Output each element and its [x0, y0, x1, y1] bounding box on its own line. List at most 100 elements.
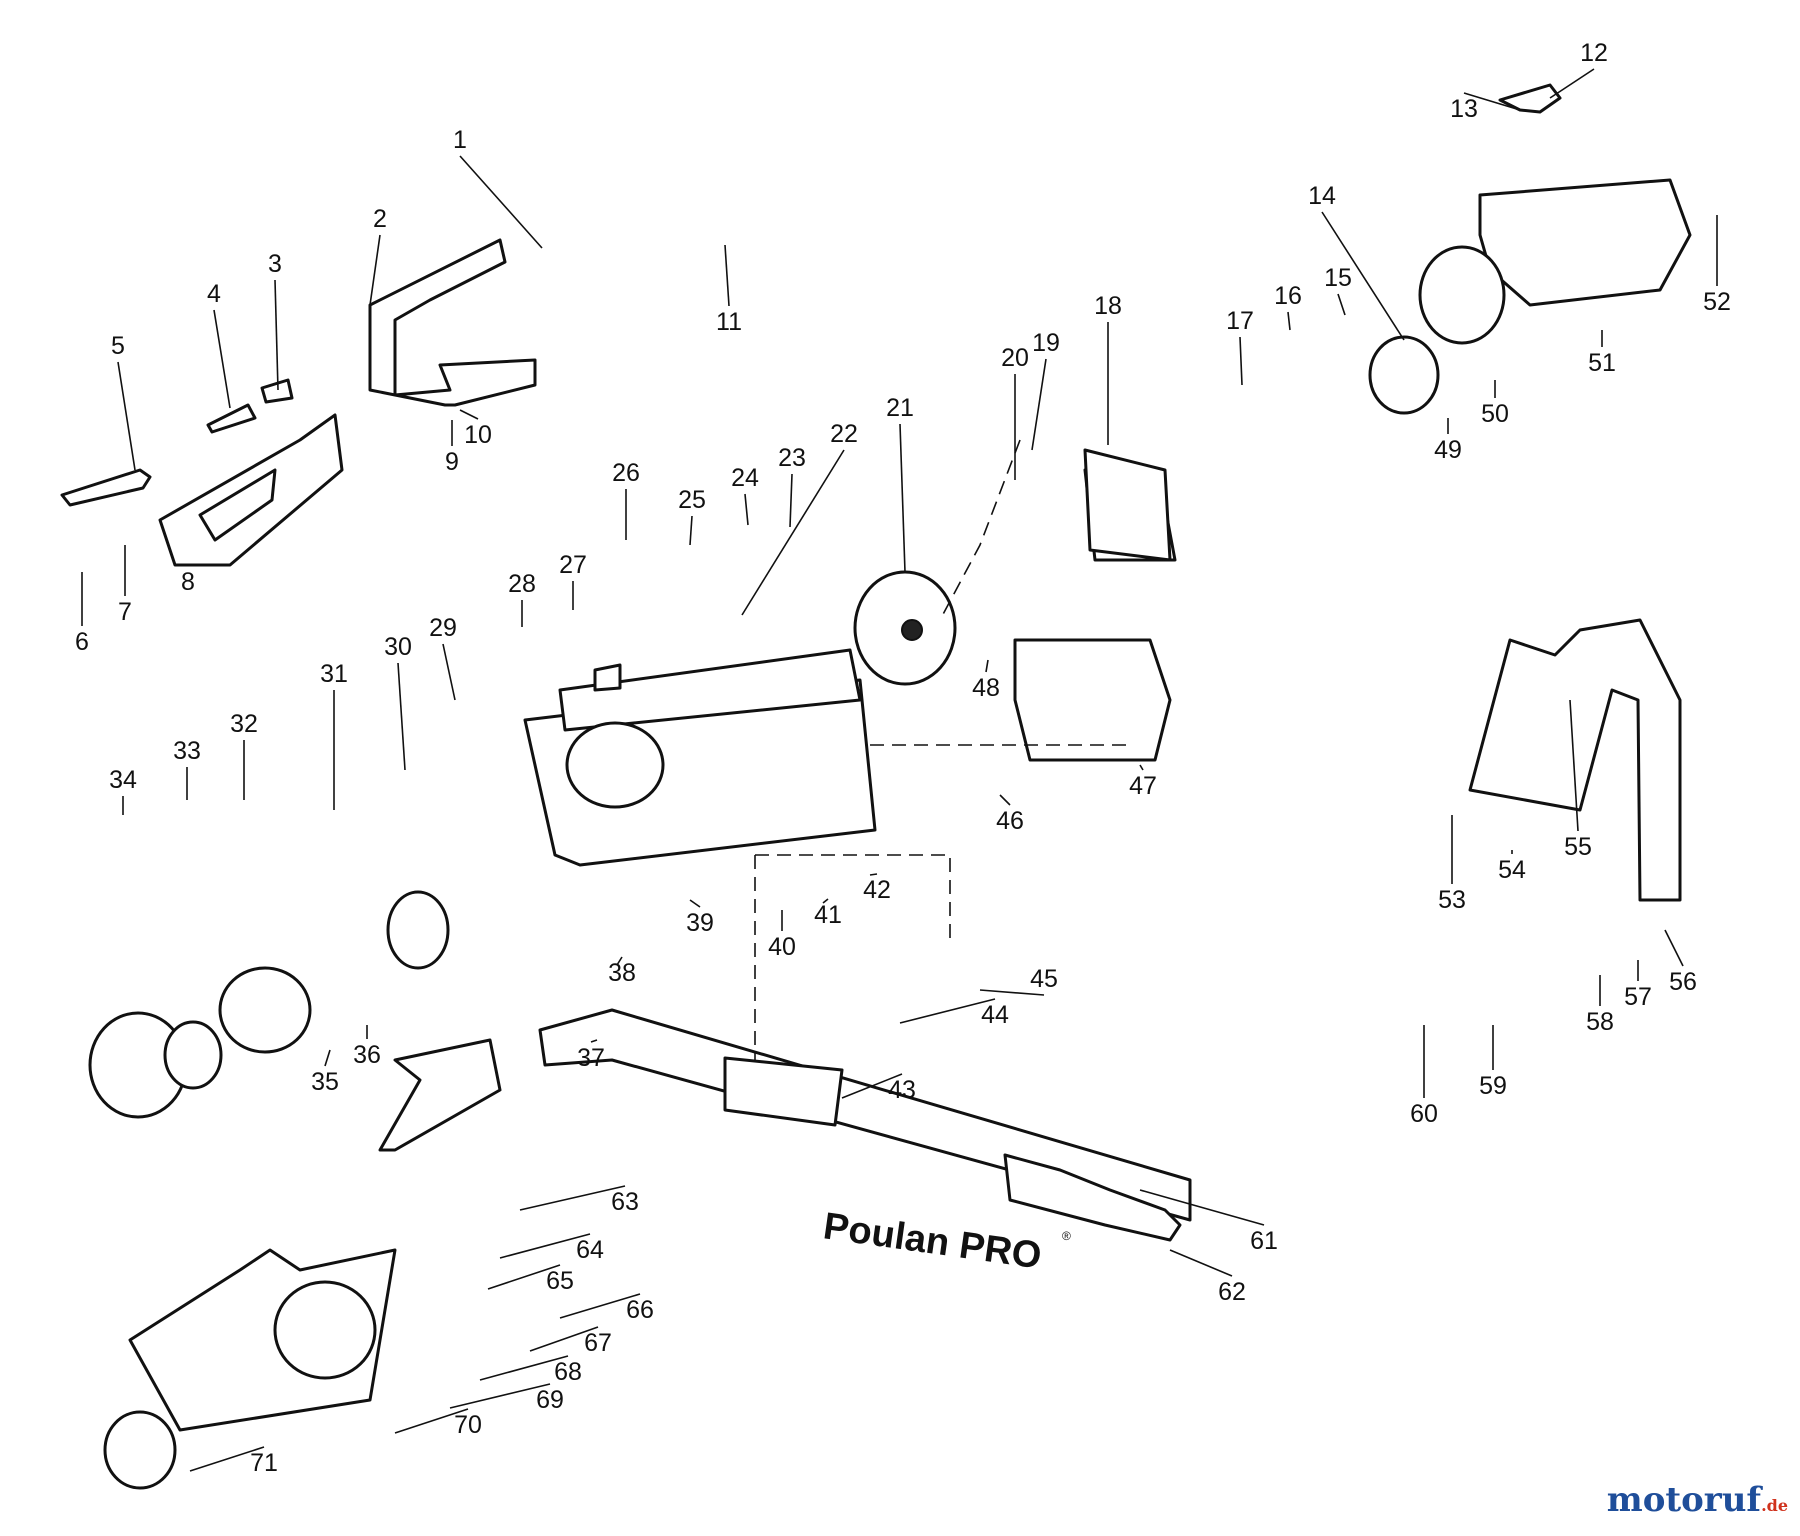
part-label-44: 44 [981, 1001, 1009, 1029]
part-label-63: 63 [611, 1188, 639, 1216]
leader-line-64 [499, 1233, 591, 1259]
leader-line-68 [479, 1355, 569, 1381]
part-label-32: 32 [230, 710, 258, 738]
lockout [260, 378, 294, 404]
watermark-main: motoruf [1606, 1480, 1762, 1520]
part-label-23: 23 [778, 444, 806, 472]
leader-line-66 [559, 1293, 641, 1319]
part-label-31: 31 [320, 660, 348, 688]
leader-line-44 [899, 998, 996, 1024]
part-label-1: 1 [453, 126, 467, 154]
leader-line-62 [1169, 1249, 1233, 1277]
leader-line-47 [1139, 764, 1144, 771]
part-label-59: 59 [1479, 1072, 1507, 1100]
part-label-21: 21 [886, 394, 914, 422]
leader-line-29 [442, 643, 456, 701]
leader-line-14 [1321, 211, 1405, 341]
leader-line-38 [616, 956, 623, 966]
part-label-37: 37 [577, 1044, 605, 1072]
part-label-28: 28 [508, 570, 536, 598]
starter-pawl-plate [1368, 335, 1440, 415]
leader-line-12 [1549, 68, 1595, 99]
part-label-43: 43 [888, 1076, 916, 1104]
part-label-52: 52 [1703, 288, 1731, 316]
leader-line-5 [117, 361, 136, 471]
part-label-15: 15 [1324, 264, 1352, 292]
switch [593, 663, 622, 692]
leader-line-48 [985, 659, 989, 673]
air-box [1013, 638, 1172, 762]
leader-line-42 [869, 873, 878, 876]
leader-line-43 [841, 1073, 903, 1099]
leader-lines [81, 68, 1718, 1472]
watermark: motoruf.de [1607, 1480, 1788, 1520]
part-label-6: 6 [75, 628, 89, 656]
part-label-35: 35 [311, 1068, 339, 1096]
starter-housing [1478, 178, 1692, 307]
part-label-10: 10 [464, 421, 492, 449]
leader-line-19 [1031, 358, 1047, 451]
part-label-55: 55 [1564, 833, 1592, 861]
part-label-70: 70 [454, 1411, 482, 1439]
part-label-24: 24 [731, 464, 759, 492]
leader-line-46 [999, 794, 1011, 806]
tank-top [558, 648, 862, 732]
part-label-56: 56 [1669, 968, 1697, 996]
leader-line-70 [394, 1408, 469, 1434]
bar-brand-logo: Poulan PRO [821, 1205, 1044, 1277]
leader-line-65 [487, 1264, 561, 1290]
part-label-12: 12 [1580, 39, 1608, 67]
leader-line-23 [789, 473, 793, 528]
leader-line-41 [822, 898, 829, 904]
part-label-2: 2 [373, 205, 387, 233]
leader-line-1 [459, 155, 543, 249]
crankcase-port [565, 721, 665, 809]
part-label-30: 30 [384, 633, 412, 661]
part-label-26: 26 [612, 459, 640, 487]
part-label-57: 57 [1624, 983, 1652, 1011]
part-label-58: 58 [1586, 1008, 1614, 1036]
leader-line-16 [1287, 311, 1291, 331]
part-label-48: 48 [972, 674, 1000, 702]
part-label-39: 39 [686, 909, 714, 937]
leader-line-67 [529, 1326, 599, 1352]
part-label-36: 36 [353, 1041, 381, 1069]
part-label-46: 46 [996, 807, 1024, 835]
leader-line-15 [1337, 293, 1346, 316]
bar-brand-mark: ® [1062, 1229, 1071, 1243]
leader-line-63 [519, 1185, 626, 1211]
leader-line-30 [397, 662, 406, 771]
part-label-19: 19 [1032, 329, 1060, 357]
starter-pulley [1418, 245, 1506, 345]
leader-line-45 [979, 989, 1045, 996]
leader-line-71 [189, 1446, 265, 1472]
starter-grip [1498, 83, 1562, 114]
part-label-33: 33 [173, 737, 201, 765]
rear-handle-top [368, 238, 537, 407]
leader-line-4 [213, 309, 231, 409]
part-label-50: 50 [1481, 400, 1509, 428]
leader-line-22 [741, 449, 845, 616]
leader-line-55 [1569, 699, 1579, 832]
brake-band-drum [273, 1280, 377, 1380]
part-label-69: 69 [536, 1386, 564, 1414]
flywheel-hub [901, 619, 923, 641]
assembly-dash-flywheel [939, 439, 1021, 621]
leader-line-39 [689, 899, 701, 908]
front-guard [378, 1038, 502, 1152]
part-label-29: 29 [429, 614, 457, 642]
oil-pump [386, 890, 450, 970]
part-drawings [60, 83, 1692, 1490]
leader-line-10 [459, 409, 479, 420]
part-label-64: 64 [576, 1236, 604, 1264]
part-label-60: 60 [1410, 1100, 1438, 1128]
part-label-16: 16 [1274, 282, 1302, 310]
part-label-49: 49 [1434, 436, 1462, 464]
part-label-54: 54 [1498, 856, 1526, 884]
part-label-4: 4 [207, 280, 221, 308]
part-label-34: 34 [109, 766, 137, 794]
leader-line-3 [274, 279, 279, 391]
part-label-13: 13 [1450, 95, 1478, 123]
part-label-65: 65 [546, 1267, 574, 1295]
